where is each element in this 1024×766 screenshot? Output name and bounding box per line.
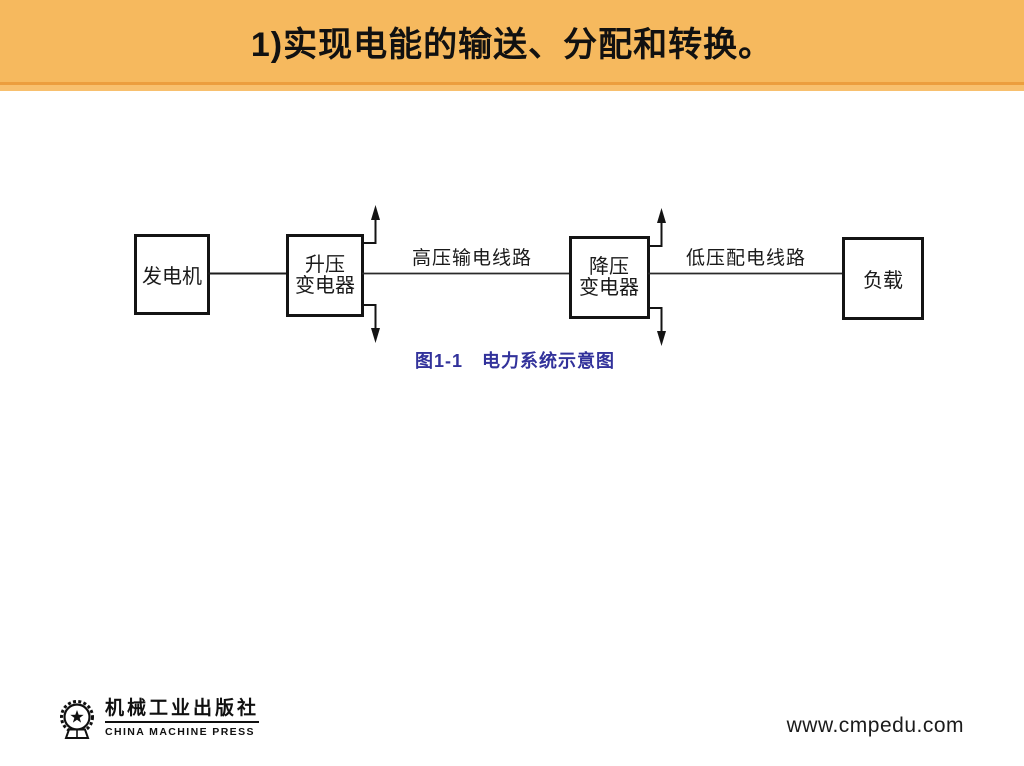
load-box: 负载: [842, 237, 924, 320]
generator-label: 发电机: [142, 265, 202, 288]
header-accent-line-light: [0, 85, 1024, 91]
slide-title: 1)实现电能的输送、分配和转换。: [250, 26, 774, 64]
gear-icon: [60, 700, 94, 739]
power-system-diagram: 发电机 升压 变电器 高压输电线路 降压 变电器 低压配电线路 负载: [134, 205, 924, 371]
low-voltage-line-label: 低压配电线路: [686, 247, 806, 269]
website-url: www.cmpedu.com: [786, 714, 964, 737]
step-up-top-up-arrow-icon: [362, 205, 380, 244]
step-up-transformer-label-line1: 升压: [305, 253, 345, 276]
step-down-bottom-down-arrow-icon: [648, 307, 666, 346]
high-voltage-line-label: 高压输电线路: [412, 247, 532, 269]
step-down-transformer-label-line2: 变电器: [579, 276, 639, 299]
step-down-transformer-outline: [569, 236, 650, 319]
step-up-transformer-label-line2: 变电器: [295, 274, 355, 297]
generator-box: 发电机: [134, 234, 210, 315]
step-up-bottom-down-arrow-icon: [362, 304, 380, 343]
figure-caption: 图1-1 电力系统示意图: [415, 350, 615, 371]
load-label: 负载: [863, 269, 903, 292]
publisher-name-block: 机械工业出版社 CHINA MACHINE PRESS: [105, 698, 260, 738]
star-icon: [70, 710, 84, 723]
step-down-top-up-arrow-icon: [648, 208, 666, 247]
header-accent-line-dark: [0, 82, 1024, 85]
step-up-transformer-box: 升压 变电器: [286, 234, 364, 317]
header-band: [0, 0, 1024, 82]
step-down-transformer-box: 降压 变电器: [569, 236, 650, 319]
step-up-transformer-outline: [286, 234, 364, 317]
step-down-transformer-label-line1: 降压: [589, 255, 629, 278]
publisher-name-cn: 机械工业出版社: [105, 698, 260, 723]
load-box-outline: [842, 237, 924, 320]
publisher-logo: 机械工业出版社 CHINA MACHINE PRESS: [56, 698, 260, 743]
publisher-name-en: CHINA MACHINE PRESS: [105, 725, 255, 738]
